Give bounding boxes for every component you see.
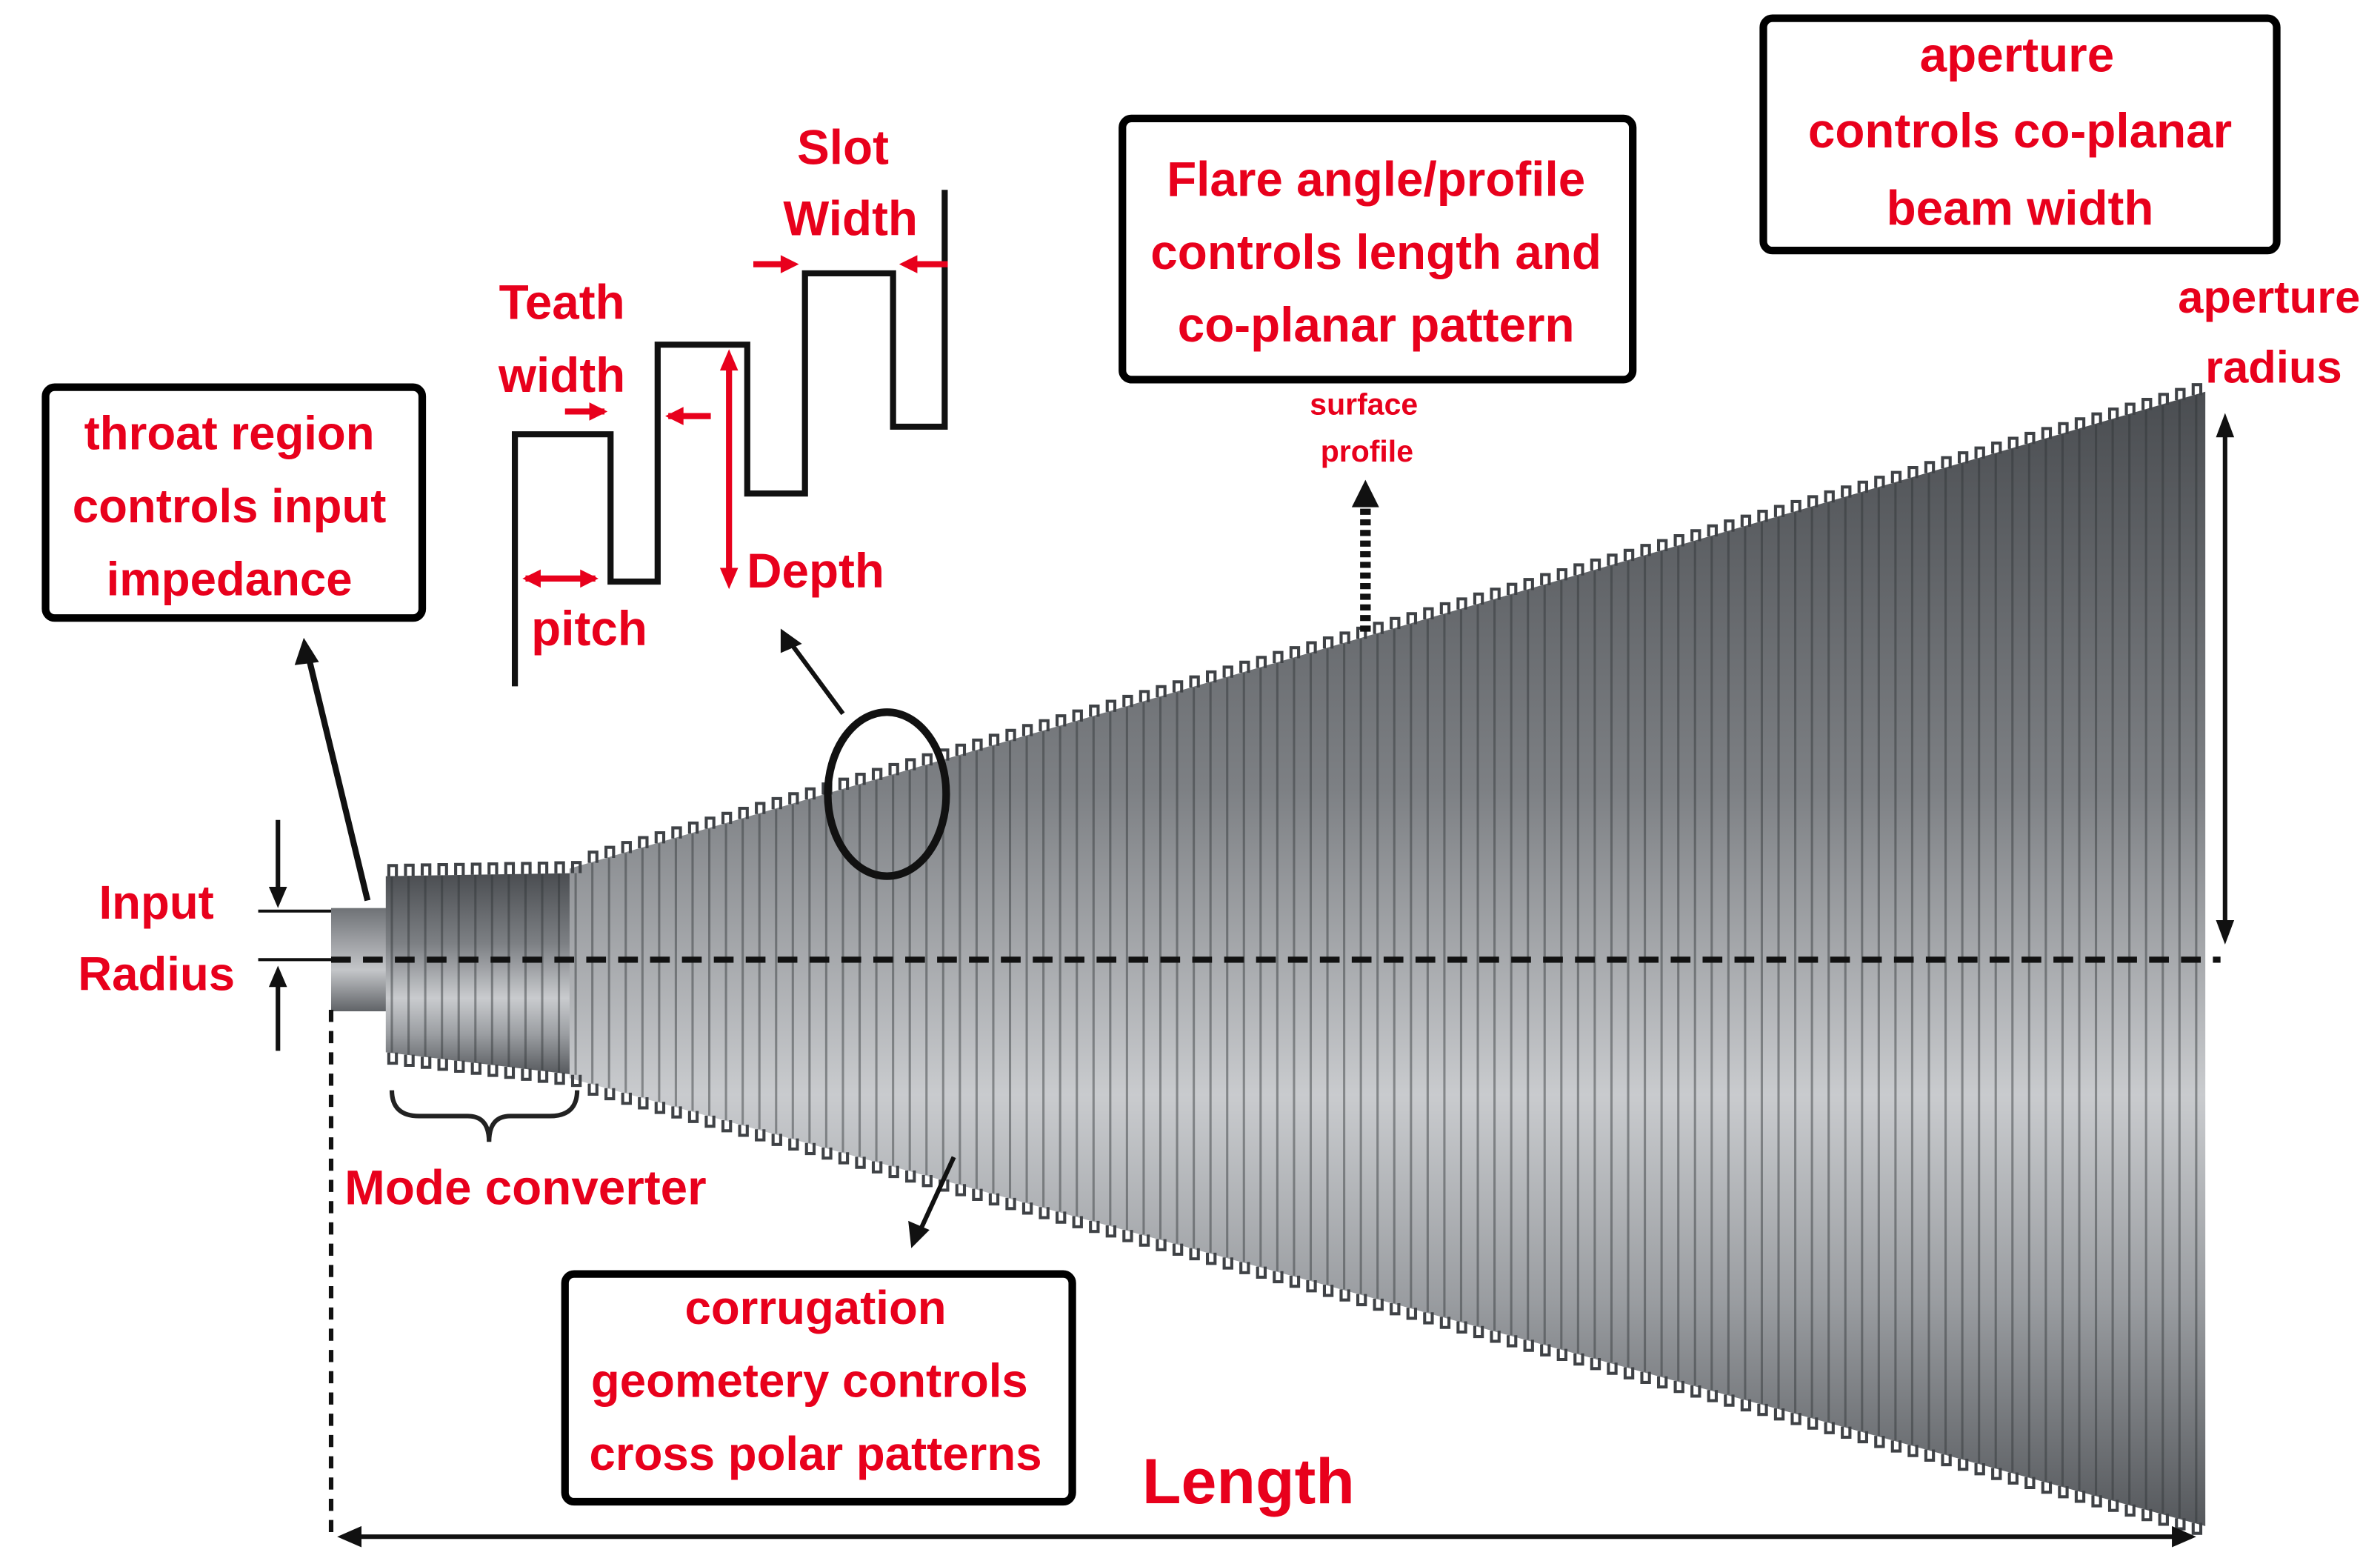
flare-callout-box bbox=[1119, 114, 1637, 384]
horn-body bbox=[330, 383, 2221, 1535]
step-profile-icon bbox=[511, 190, 948, 687]
corrugation-callout-line2: geometery controls bbox=[591, 1355, 1028, 1408]
depth-label: Depth bbox=[747, 544, 884, 598]
corrugation-callout-line3: cross polar patterns bbox=[590, 1428, 1042, 1480]
input-label: Input bbox=[99, 876, 214, 929]
slot-width-label: Width bbox=[783, 192, 918, 246]
input-radius-label: Radius bbox=[78, 948, 235, 1000]
pitch-label: pitch bbox=[531, 602, 647, 656]
length-label: Length bbox=[1142, 1446, 1355, 1517]
flare-callout-line3: co-planar pattern bbox=[1178, 298, 1575, 352]
surface-label: surface bbox=[1310, 387, 1418, 422]
circle-marker-icon bbox=[824, 708, 950, 880]
throat-callout-line3: impedance bbox=[107, 553, 353, 605]
mode-converter-section bbox=[385, 873, 578, 1076]
aperture-callout-line3: beam width bbox=[1887, 181, 2154, 235]
aperture-callout-line1: aperture bbox=[1920, 27, 2115, 81]
teath-label: Teath bbox=[499, 275, 625, 329]
throat-callout-box bbox=[41, 383, 427, 622]
throat-callout-line1: throat region bbox=[84, 407, 375, 460]
corrugation-ridges-bottom bbox=[387, 1052, 2203, 1535]
corrugation-callout-box bbox=[561, 1270, 1076, 1506]
throat-callout-line2: controls input bbox=[73, 480, 387, 533]
aperture-callout-box bbox=[1759, 14, 2281, 255]
aperture-label: aperture bbox=[2178, 272, 2360, 323]
flare-callout-line1: Flare angle/profile bbox=[1167, 152, 1585, 206]
curly-brace-icon bbox=[389, 1090, 580, 1142]
aperture-callout-line2: controls co-planar bbox=[1808, 104, 2232, 158]
slot-label: Slot bbox=[797, 120, 889, 174]
corrugation-ridges-top bbox=[387, 383, 2203, 876]
corrugation-callout-line1: corrugation bbox=[685, 1282, 947, 1334]
mode-converter-label: Mode converter bbox=[344, 1160, 707, 1214]
flare-callout-line2: controls length and bbox=[1150, 225, 1601, 279]
throat-pointer bbox=[305, 655, 371, 902]
detail-pointer bbox=[784, 636, 845, 716]
aperture-radius-label: radius bbox=[2205, 342, 2342, 393]
teath-width-label: width bbox=[498, 348, 625, 402]
profile-label: profile bbox=[1321, 434, 1413, 468]
corrugation-pointer bbox=[918, 1156, 956, 1231]
